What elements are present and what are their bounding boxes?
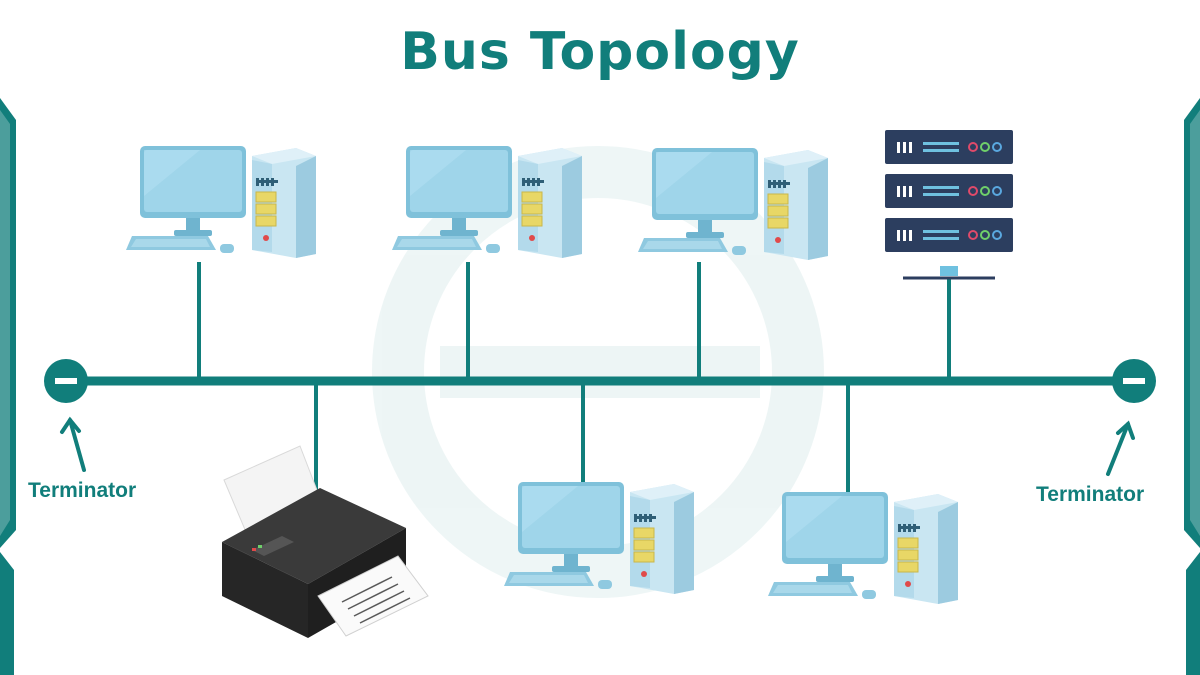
terminator-right <box>1112 359 1156 403</box>
left-edge-decoration <box>0 98 16 675</box>
drop-lines-bottom <box>314 380 850 500</box>
terminator-right-label: Terminator <box>1036 483 1145 506</box>
computer-top-2 <box>391 145 583 259</box>
computer-bottom-2 <box>767 491 959 605</box>
terminator-left <box>44 359 88 403</box>
terminator-left-label: Terminator <box>28 479 137 502</box>
terminator-right-arrow <box>1106 420 1135 476</box>
diagram-title: Bus Topology <box>400 22 800 82</box>
printer <box>222 445 429 638</box>
server-rack <box>884 129 1014 280</box>
drop-lines-top <box>197 262 951 380</box>
right-edge-decoration <box>1184 98 1200 675</box>
watermark-logo <box>372 146 824 598</box>
computer-top-1 <box>125 145 317 259</box>
terminator-left-arrow <box>60 416 86 472</box>
